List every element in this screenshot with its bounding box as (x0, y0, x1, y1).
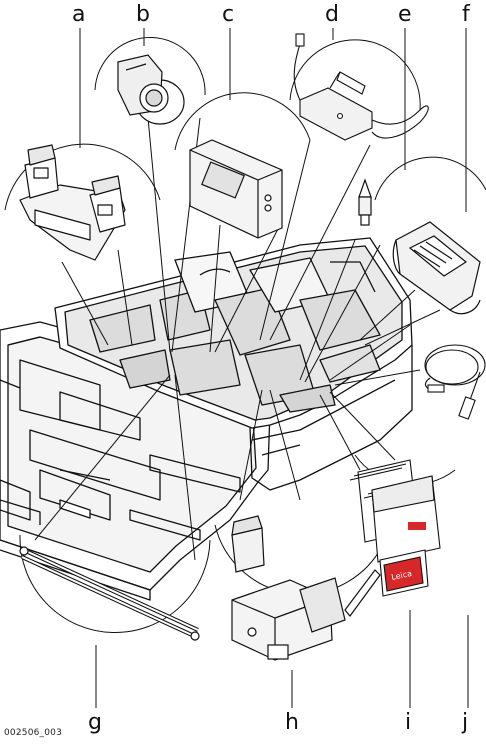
label-h: h (285, 710, 299, 735)
label-i: i (405, 710, 412, 735)
callout-lines (34, 28, 469, 708)
case-icon (0, 237, 413, 601)
car-charger-icon (293, 33, 429, 141)
label-a: a (72, 2, 86, 27)
manuals-and-card-icon: Leica (349, 459, 441, 597)
telescopic-antenna-icon (19, 546, 200, 641)
figure-code: 002506_003 (4, 728, 63, 738)
label-f: f (462, 2, 470, 27)
antenna-tip-icon (358, 178, 372, 226)
battery-cover-icon (392, 221, 481, 315)
svg-text:Leica: Leica (391, 569, 413, 582)
cable-icon (424, 344, 486, 420)
lens-adapter-icon (117, 54, 185, 125)
radio-module-icon (231, 515, 381, 661)
label-c: c (222, 2, 235, 27)
label-g: g (88, 710, 102, 735)
zoom-circles (4, 37, 486, 634)
label-b: b (136, 2, 150, 27)
label-j: j (462, 710, 469, 735)
label-d: d (325, 2, 339, 27)
bracket-holder-icon (19, 144, 126, 261)
battery-pack-icon (189, 139, 283, 239)
label-e: e (398, 2, 412, 27)
case-base (54, 237, 413, 491)
